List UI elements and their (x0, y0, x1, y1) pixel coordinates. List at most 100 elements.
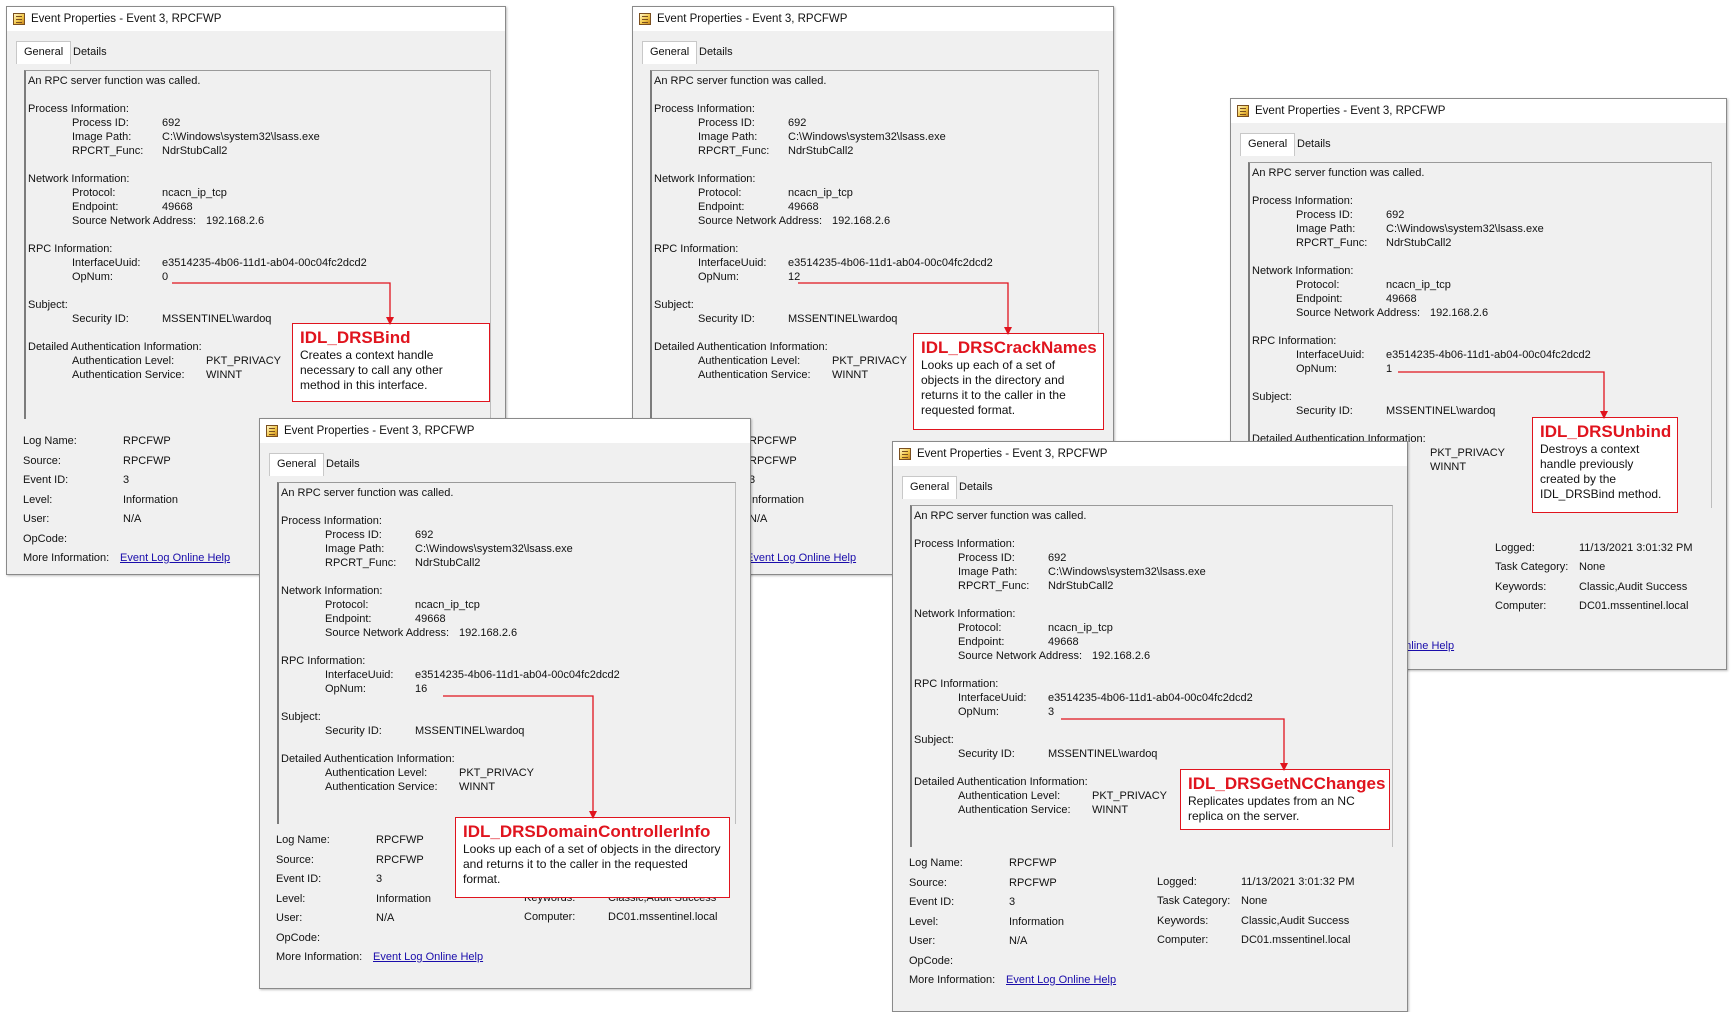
tab-details[interactable]: Details (73, 46, 107, 58)
label: Image Path: (698, 131, 758, 143)
value-task-category: None (1241, 895, 1268, 907)
value-rpcrt-func: NdrStubCall2 (415, 557, 481, 569)
event-viewer-icon (1237, 105, 1249, 117)
section-auth: Detailed Authentication Information: (914, 776, 1088, 788)
window-title: Event Properties - Event 3, RPCFWP (284, 425, 475, 437)
label: Authentication Level: (72, 355, 175, 367)
callout-method-name: IDL_DRSGetNCChanges (1188, 774, 1386, 793)
label: Protocol: (698, 187, 742, 199)
label: Authentication Level: (325, 767, 428, 779)
tab-general[interactable]: General (902, 476, 958, 499)
description-text: An RPC server function was called. (281, 487, 454, 499)
value-image-path: C:\Windows\system32\lsass.exe (415, 543, 573, 555)
value-security-id: MSSENTINEL\wardoq (1048, 748, 1158, 760)
tab-details[interactable]: Details (699, 46, 733, 58)
tab-details[interactable]: Details (1297, 138, 1331, 150)
label: Endpoint: (325, 613, 372, 625)
section-subject: Subject: (1252, 391, 1292, 403)
description-panel: An RPC server function was called. Proces… (277, 482, 736, 824)
value-level: Information (749, 493, 805, 506)
value-auth-service: WINNT (1092, 804, 1129, 816)
value-keywords: Classic,Audit Success (1579, 580, 1688, 593)
label: More Information: (23, 552, 110, 564)
section-rpc: RPC Information: (28, 243, 113, 255)
label: RPCRT_Func: (325, 557, 397, 569)
label: Authentication Service: (958, 804, 1071, 816)
label: More Information: (276, 951, 363, 963)
label: Authentication Service: (325, 781, 438, 793)
label: InterfaceUuid: (72, 257, 141, 269)
label: Logged: (1157, 875, 1197, 888)
value-interface-uuid: e3514235-4b06-11d1-ab04-00c04fc2dcd2 (415, 669, 620, 681)
more-info-link[interactable]: Event Log Online Help (373, 951, 484, 963)
value-source: RPCFWP (376, 853, 424, 866)
event-properties-window: Event Properties - Event 3, RPCFWP Genera… (259, 418, 751, 989)
value-security-id: MSSENTINEL\wardoq (1386, 405, 1496, 417)
value-source: RPCFWP (749, 454, 797, 467)
more-info-link[interactable]: Event Log Online Help (120, 552, 231, 564)
label: RPCRT_Func: (698, 145, 770, 157)
label: Log Name: (23, 435, 77, 447)
description-text: An RPC server function was called. (1252, 167, 1425, 179)
event-viewer-icon (899, 448, 911, 460)
value-auth-level: PKT_PRIVACY (1430, 447, 1505, 459)
description-panel: An RPC server function was called.Proces… (910, 505, 1393, 847)
value-security-id: MSSENTINEL\wardoq (788, 313, 898, 325)
value-keywords: Classic,Audit Success (1241, 914, 1350, 927)
value-interface-uuid: e3514235-4b06-11d1-ab04-00c04fc2dcd2 (162, 257, 367, 269)
section-network: Network Information: (28, 173, 130, 185)
label: Source Network Address: (72, 215, 197, 227)
section-process: Process Information: (28, 103, 129, 115)
value-endpoint: 49668 (162, 201, 193, 213)
value-endpoint: 49668 (415, 613, 446, 625)
value-rpcrt-func: NdrStubCall2 (162, 145, 228, 157)
section-subject: Subject: (654, 299, 694, 311)
label: Security ID: (72, 313, 129, 325)
value-level: Information (123, 493, 179, 506)
label: Source Network Address: (1296, 307, 1421, 319)
tab-details[interactable]: Details (326, 458, 360, 470)
tab-general[interactable]: General (269, 453, 325, 476)
tab-general[interactable]: General (642, 41, 698, 64)
tab-general[interactable]: General (16, 41, 72, 64)
description-text: An RPC server function was called. (654, 75, 827, 87)
label: Image Path: (1296, 223, 1356, 235)
section-auth: Detailed Authentication Information: (281, 753, 455, 765)
value-protocol: ncacn_ip_tcp (1386, 279, 1451, 291)
value-rpcrt-func: NdrStubCall2 (1386, 237, 1452, 249)
more-info-link[interactable]: Event Log Online Help (746, 552, 857, 564)
window-title: Event Properties - Event 3, RPCFWP (657, 13, 848, 25)
value-endpoint: 49668 (788, 201, 819, 213)
value-protocol: ncacn_ip_tcp (788, 187, 853, 199)
label: Endpoint: (958, 636, 1005, 648)
value-source-address: 192.168.2.6 (1430, 307, 1489, 319)
value-auth-level: PKT_PRIVACY (832, 355, 907, 367)
value-auth-service: WINNT (459, 781, 496, 793)
callout-description: Looks up each of a set of objects in the… (463, 842, 721, 886)
value-interface-uuid: e3514235-4b06-11d1-ab04-00c04fc2dcd2 (788, 257, 993, 269)
label: User: (909, 935, 936, 947)
tab-details[interactable]: Details (959, 481, 993, 493)
more-info-link[interactable]: Event Log Online Help (1006, 974, 1117, 986)
tab-general[interactable]: General (1240, 133, 1296, 156)
label: Endpoint: (698, 201, 745, 213)
value-process-id: 692 (162, 117, 181, 129)
label: Task Category: (1157, 895, 1231, 907)
label: Computer: (1495, 600, 1547, 612)
value-level: Information (376, 892, 432, 905)
window-title: Event Properties - Event 3, RPCFWP (31, 13, 222, 25)
label: OpCode: (276, 931, 321, 944)
title-bar: Event Properties - Event 3, RPCFWP (633, 7, 1113, 31)
value-logged: 11/13/2021 3:01:32 PM (1579, 541, 1693, 554)
label: User: (23, 513, 50, 525)
label: Level: (909, 915, 939, 928)
label: More Information: (909, 974, 996, 986)
window-title: Event Properties - Event 3, RPCFWP (1255, 105, 1446, 117)
section-subject: Subject: (914, 734, 954, 746)
value-user: N/A (1009, 935, 1028, 947)
section-rpc: RPC Information: (1252, 335, 1337, 347)
section-process: Process Information: (281, 515, 382, 527)
title-bar: Event Properties - Event 3, RPCFWP (893, 442, 1407, 466)
